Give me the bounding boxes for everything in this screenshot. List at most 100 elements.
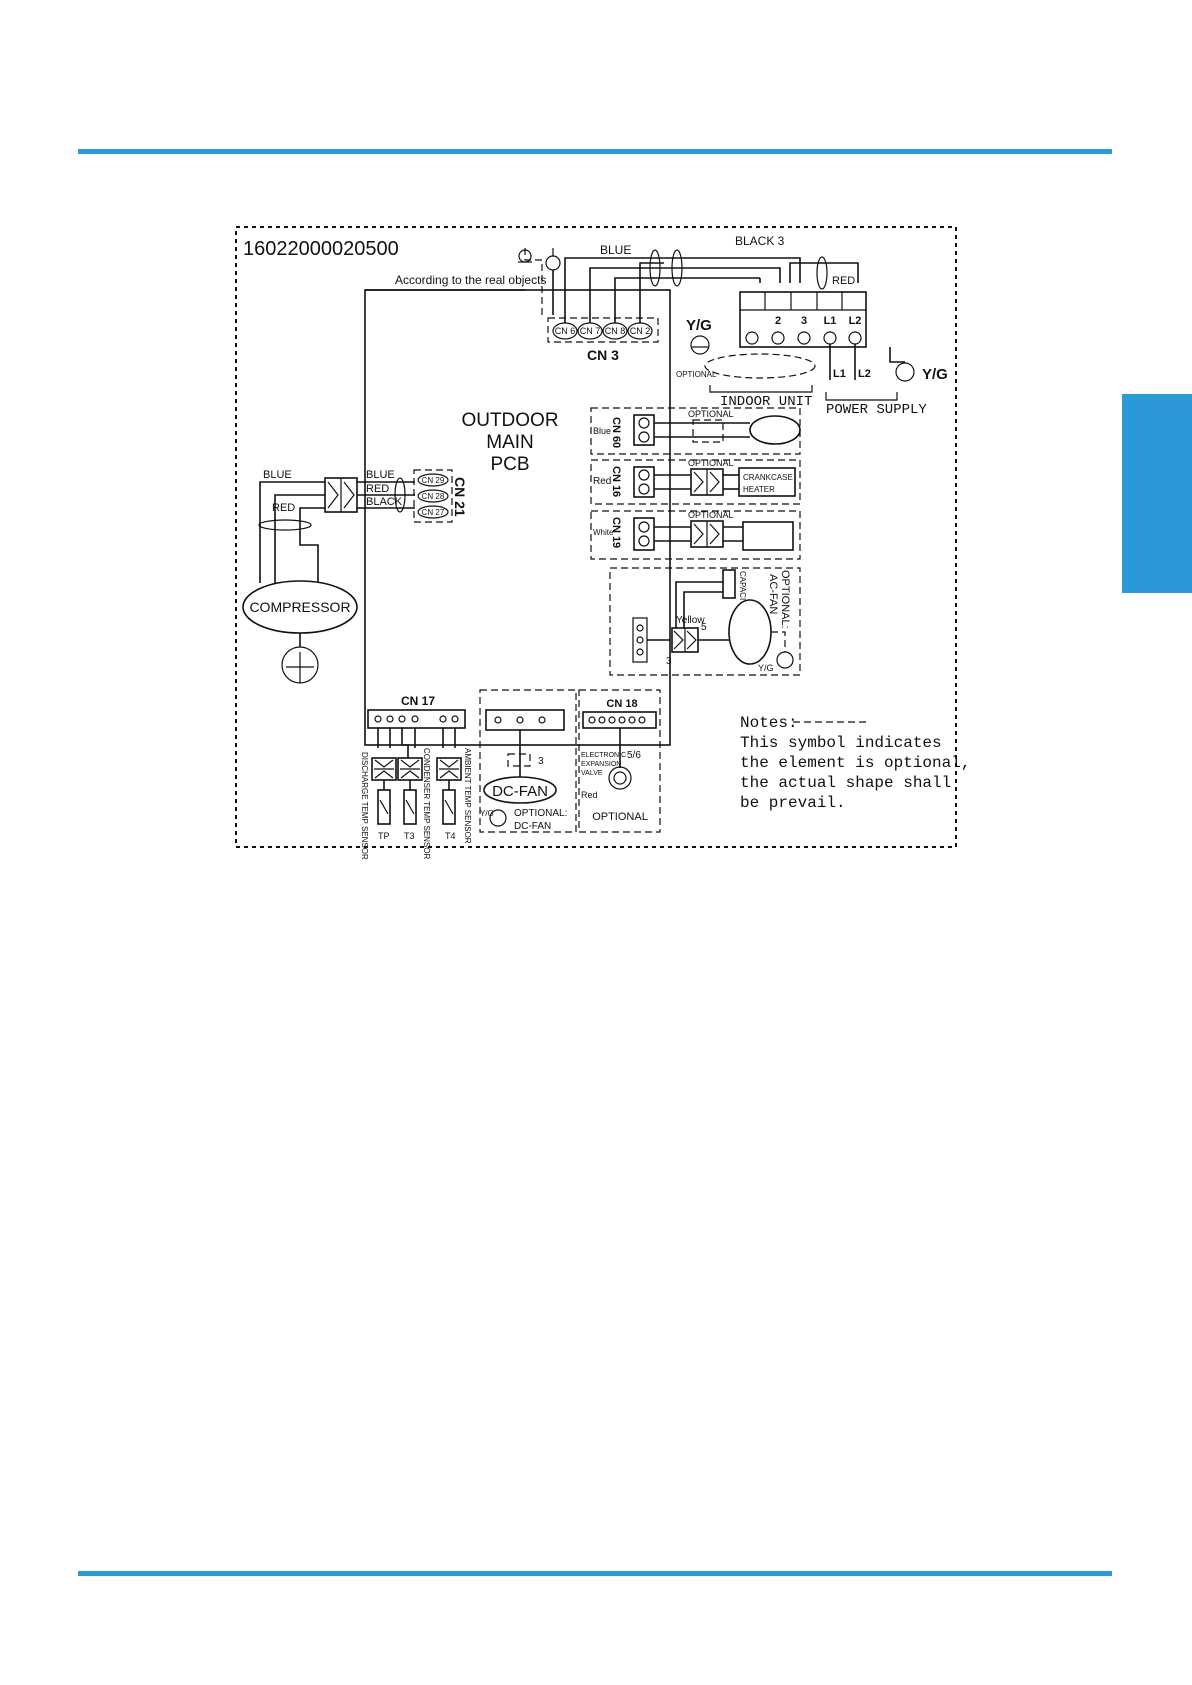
cn19-label: CN 19 [610, 517, 622, 548]
discharge-temp-sensor [371, 728, 397, 825]
wire-label-black3: BLACK 3 [735, 234, 785, 248]
wire-label-red-top: RED [832, 275, 855, 287]
ground-symbol-optional [518, 248, 543, 315]
wire-label-blue-cn21: BLUE [366, 469, 395, 481]
cn3-pin-cn8: CN 8 [605, 326, 626, 336]
capacitor [722, 569, 736, 599]
header-rule [78, 149, 1112, 154]
terminal-label-l1: L1 [824, 315, 837, 327]
dcfan-optional-2: DC-FAN [514, 821, 551, 832]
cn19-device [742, 521, 794, 551]
real-objects-note: According to the real objects [395, 273, 546, 287]
cn17-label: CN 17 [401, 694, 435, 708]
crankcase-heater-label-1: CRANKCASE [743, 473, 793, 482]
ground-icon-yg-top [690, 335, 710, 355]
ground-icon-dcfan [489, 809, 507, 827]
discharge-sensor-label: DISCHARGE TEMP SENSOR [360, 752, 369, 860]
wire-label-red-left: RED [272, 502, 295, 514]
crankcase-heater-label-2: HEATER [743, 485, 775, 494]
footer-rule [78, 1571, 1112, 1576]
terminal-label-l2: L2 [849, 315, 862, 327]
cn3-group [547, 317, 659, 343]
ground-icon-yg-right [895, 362, 915, 382]
section-tab [1122, 394, 1192, 593]
wire-label-red-cn21: RED [366, 483, 389, 495]
compressor-label: COMPRESSOR [249, 599, 350, 615]
cn17-connector [367, 709, 466, 729]
acfan-yg-label: Y/G [758, 663, 774, 673]
cn18-red-label: Red [581, 790, 598, 800]
cn3-pin-cn2: CN 2 [630, 326, 651, 336]
dcfan-optional-1: OPTIONAL: [514, 808, 567, 819]
notes-line-2: the element is optional, [740, 754, 970, 772]
cn60-label: CN 60 [610, 417, 622, 448]
pcb-label-outdoor: OUTDOOR [461, 410, 558, 431]
sensor-tag-t3: T3 [404, 831, 415, 841]
sensor-tag-tp: TP [378, 831, 390, 841]
cn3-pin-cn6: CN 6 [555, 326, 576, 336]
terminal-block [739, 291, 867, 348]
acfan-pin-3: 3 [666, 656, 672, 667]
dcfan-label: DC-FAN [492, 783, 548, 800]
notes-line-1: This symbol indicates [740, 734, 942, 752]
notes-line-3: the actual shape shall [740, 774, 951, 792]
acfan-yellow-label: Yellow [676, 615, 705, 626]
cn60-wire-label: Blue [593, 426, 611, 436]
l2-label: L2 [858, 368, 871, 380]
optional-label-small: OPTIONAL [676, 370, 717, 379]
cn3-pin-cn7: CN 7 [580, 326, 601, 336]
pcb-label-pcb: PCB [490, 454, 529, 475]
cn16-wire-label: Red [593, 476, 611, 487]
cn18-group [578, 689, 661, 833]
indoor-unit-label: INDOOR UNIT [720, 394, 812, 410]
wire-label-blue-top: BLUE [600, 243, 631, 257]
acfan-pin-5: 5 [701, 622, 707, 633]
cn18-optional: OPTIONAL [592, 811, 648, 823]
cn16-optional: OPTIONAL [688, 458, 734, 468]
ground-icon-acfan [776, 651, 794, 669]
cn19-group [590, 510, 801, 560]
cn21-pin-cn29: CN 29 [422, 476, 445, 485]
l1-label: L1 [833, 368, 846, 380]
diagram-border [235, 226, 957, 848]
cn60-device [749, 415, 801, 445]
yg-label-right: Y/G [922, 366, 948, 383]
ac-fan-motor [728, 599, 772, 665]
cn21-pin-cn27: CN 27 [422, 508, 445, 517]
yg-label-top: Y/G [686, 317, 712, 334]
eev-label-3: VALVE [581, 770, 603, 777]
acfan-group [609, 567, 801, 676]
condenser-sensor-label: CONDENSER TEMP SENSOR [422, 748, 431, 860]
eev-pin-56: 5/6 [627, 750, 641, 761]
dcfan-pin-3: 3 [538, 756, 544, 767]
cn21-group [413, 469, 453, 523]
cn16-group [590, 459, 801, 505]
cn21-label: CN 21 [452, 477, 468, 517]
eev-label-1: ELECTRONIC [581, 752, 626, 759]
pcb-label-main: MAIN [486, 432, 534, 453]
dcfan-yg-label: Y/G [480, 809, 494, 818]
wiring-diagram: 16022000020500 According to the real obj… [235, 226, 970, 860]
ambient-temp-sensor [436, 728, 462, 825]
power-supply-label: POWER SUPPLY [826, 402, 927, 418]
terminal-label-3: 3 [801, 315, 807, 327]
notes-title: Notes: [740, 714, 798, 732]
eev-label-2: EXPANSION [581, 761, 621, 768]
wire-label-blue-left: BLUE [263, 469, 292, 481]
condenser-temp-sensor [397, 728, 423, 825]
sensor-tag-t4: T4 [445, 831, 456, 841]
cn19-wire-label: White [593, 528, 614, 537]
cn19-optional: OPTIONAL [688, 510, 734, 520]
capacitor-label: CAPACITOR [738, 571, 747, 617]
expansion-valve [608, 766, 632, 790]
terminal-label-2: 2 [775, 315, 781, 327]
ambient-sensor-label: AMBIENT TEMP SENSOR [463, 748, 472, 844]
main-pcb-outline [364, 289, 671, 746]
cn21-pin-cn28: CN 28 [422, 492, 445, 501]
crankcase-heater [738, 467, 796, 497]
cn16-label: CN 16 [610, 466, 622, 497]
cn3-label: CN 3 [587, 347, 619, 363]
diagram-code: 16022000020500 [243, 238, 399, 260]
acfan-optional-2: AC-FAN [767, 574, 779, 614]
dcfan-group [479, 689, 577, 833]
